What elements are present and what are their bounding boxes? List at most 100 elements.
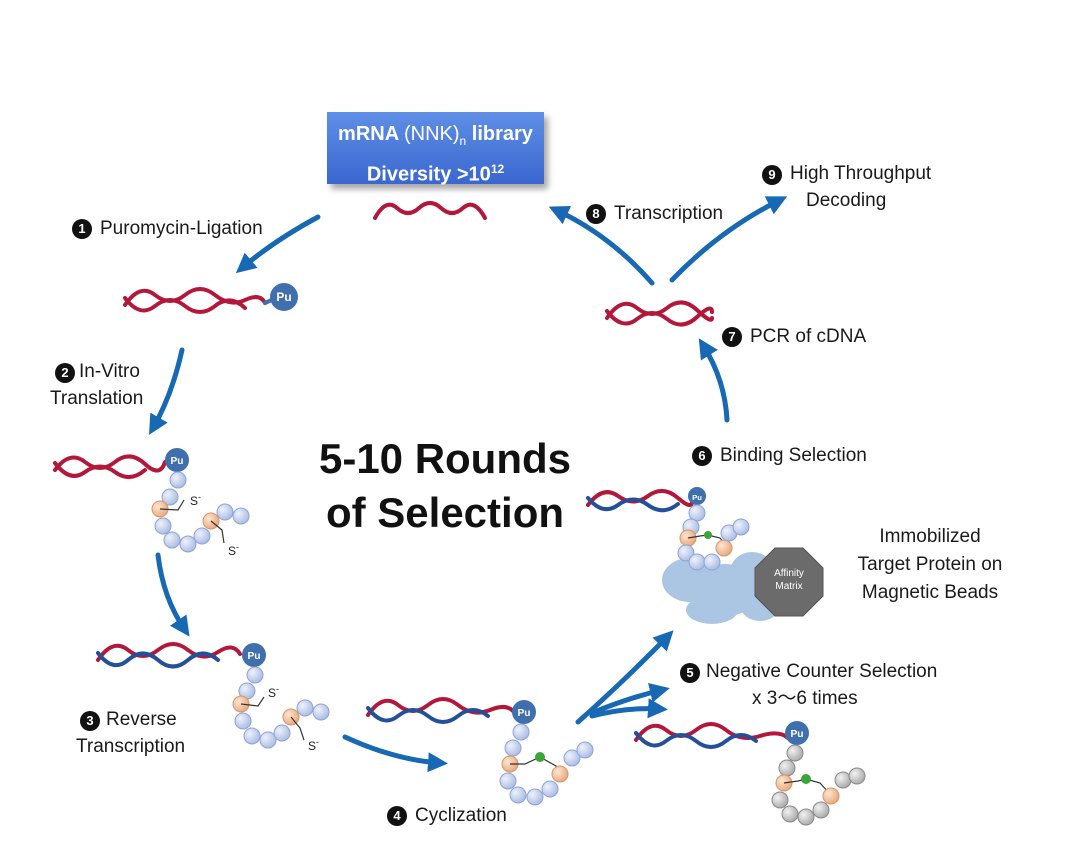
amino-acid-bead <box>563 749 581 767</box>
mrna-library-strand <box>373 201 487 220</box>
cycle-arrows <box>149 196 788 773</box>
pcr-strand-b <box>605 306 714 327</box>
puromycin-label: Pu <box>276 290 291 304</box>
amino-acid-bead <box>296 699 314 717</box>
step-number: 4 <box>387 806 407 826</box>
puromycin-tag <box>165 448 189 472</box>
amino-acid-bead <box>243 727 261 745</box>
amino-acid-bead <box>499 772 517 790</box>
side-chain-link <box>290 716 305 741</box>
amino-acid-bead <box>259 731 277 749</box>
amino-acid-bead <box>216 503 234 521</box>
amino-acid-bead <box>834 771 852 789</box>
thiol-label: S- <box>268 684 279 700</box>
cysteine-bead <box>715 539 733 557</box>
puromycin-label: Pu <box>517 708 530 719</box>
puromycin-label: Pu <box>247 651 260 662</box>
amino-acid-bead <box>688 553 706 571</box>
mrna-strand-2 <box>53 454 167 473</box>
amino-acid-bead <box>786 744 804 762</box>
side-chain-link <box>159 499 185 511</box>
amino-acid-bead <box>232 507 250 525</box>
arrow-step-3 <box>155 552 190 637</box>
thiol-label: S- <box>308 737 319 753</box>
affinity-matrix-label: Affinity Matrix <box>774 568 804 592</box>
cysteine-bead <box>822 787 840 805</box>
immobilized-target-label: Immobilized Target Protein on Magnetic B… <box>857 526 1003 603</box>
cdna-strand-4 <box>366 706 490 724</box>
puromycin-tag <box>512 700 536 724</box>
puromycin-tag <box>785 721 809 745</box>
amino-acid-bead <box>576 741 594 759</box>
step-number: 7 <box>722 327 742 347</box>
puromycin-label: Pu <box>692 493 702 502</box>
arrow-step-1 <box>235 214 321 274</box>
puromycin-label: Pu <box>170 456 183 467</box>
amino-acid-bead <box>771 791 789 809</box>
arrow-step-2 <box>149 347 185 435</box>
step-number: 6 <box>692 446 712 466</box>
mrna-strand-5 <box>634 722 790 742</box>
mrna-strand-1b <box>123 296 247 314</box>
mrna-strand-1a <box>123 287 267 307</box>
arrow-step-9 <box>669 196 788 283</box>
amino-acid-bead <box>234 712 252 730</box>
amino-acid-bead <box>812 801 830 819</box>
amino-acid-bead <box>179 535 197 553</box>
puromycin-tag <box>688 487 706 505</box>
arrow-step-4 <box>342 734 448 773</box>
thiol-label: S- <box>190 492 201 508</box>
cyclization-linker <box>535 752 545 762</box>
puromycin-tag <box>242 643 266 667</box>
amino-acid-bead <box>163 531 181 549</box>
amino-acid-bead <box>273 724 291 742</box>
side-chain-link <box>210 520 225 544</box>
amino-acid-bead <box>677 544 695 562</box>
amino-acid-bead <box>193 527 211 545</box>
amino-acid-bead <box>703 553 721 571</box>
amino-acid-bead <box>778 759 796 777</box>
amino-acid-bead <box>169 471 187 489</box>
arrow-step-7 <box>698 338 730 423</box>
thiol-label: S- <box>228 542 239 558</box>
pcr-strand-a <box>605 300 714 322</box>
mrna-library-box: mRNA (NNK)n library Diversity >1012 <box>327 112 544 186</box>
amino-acid-bead <box>154 517 172 535</box>
step-number: 1 <box>72 219 92 239</box>
amino-acid-bead <box>732 518 750 536</box>
cyclization-linker <box>801 774 811 784</box>
amino-acid-bead <box>526 788 544 806</box>
amino-acid-bead <box>161 488 179 506</box>
arrow-step-8 <box>548 205 655 286</box>
amino-acid-bead <box>246 666 264 684</box>
amino-acid-bead <box>541 780 559 798</box>
arrow-negative-2 <box>589 698 668 719</box>
amino-acid-bead <box>848 767 866 785</box>
side-chain-link <box>240 696 265 707</box>
mrna-strand-6 <box>586 489 695 507</box>
amino-acid-bead <box>509 786 527 804</box>
cysteine-bead <box>551 765 569 783</box>
puromycin-tag <box>270 283 298 311</box>
arrow-negative-1 <box>589 683 670 716</box>
puromycin-label: Pu <box>790 729 803 740</box>
amino-acid-bead <box>504 739 522 757</box>
mrna-strand-3 <box>96 642 242 662</box>
mrna-strand-4 <box>366 697 516 717</box>
arrow-to-binding <box>575 630 674 725</box>
amino-acid-bead <box>312 703 330 721</box>
step-number: 9 <box>762 164 782 185</box>
cdna-strand-6 <box>586 496 680 513</box>
rounds-of-selection-title: 5-10 Rounds of Selection <box>318 435 572 536</box>
step-number: 3 <box>80 710 100 731</box>
step-number: 8 <box>586 204 606 224</box>
